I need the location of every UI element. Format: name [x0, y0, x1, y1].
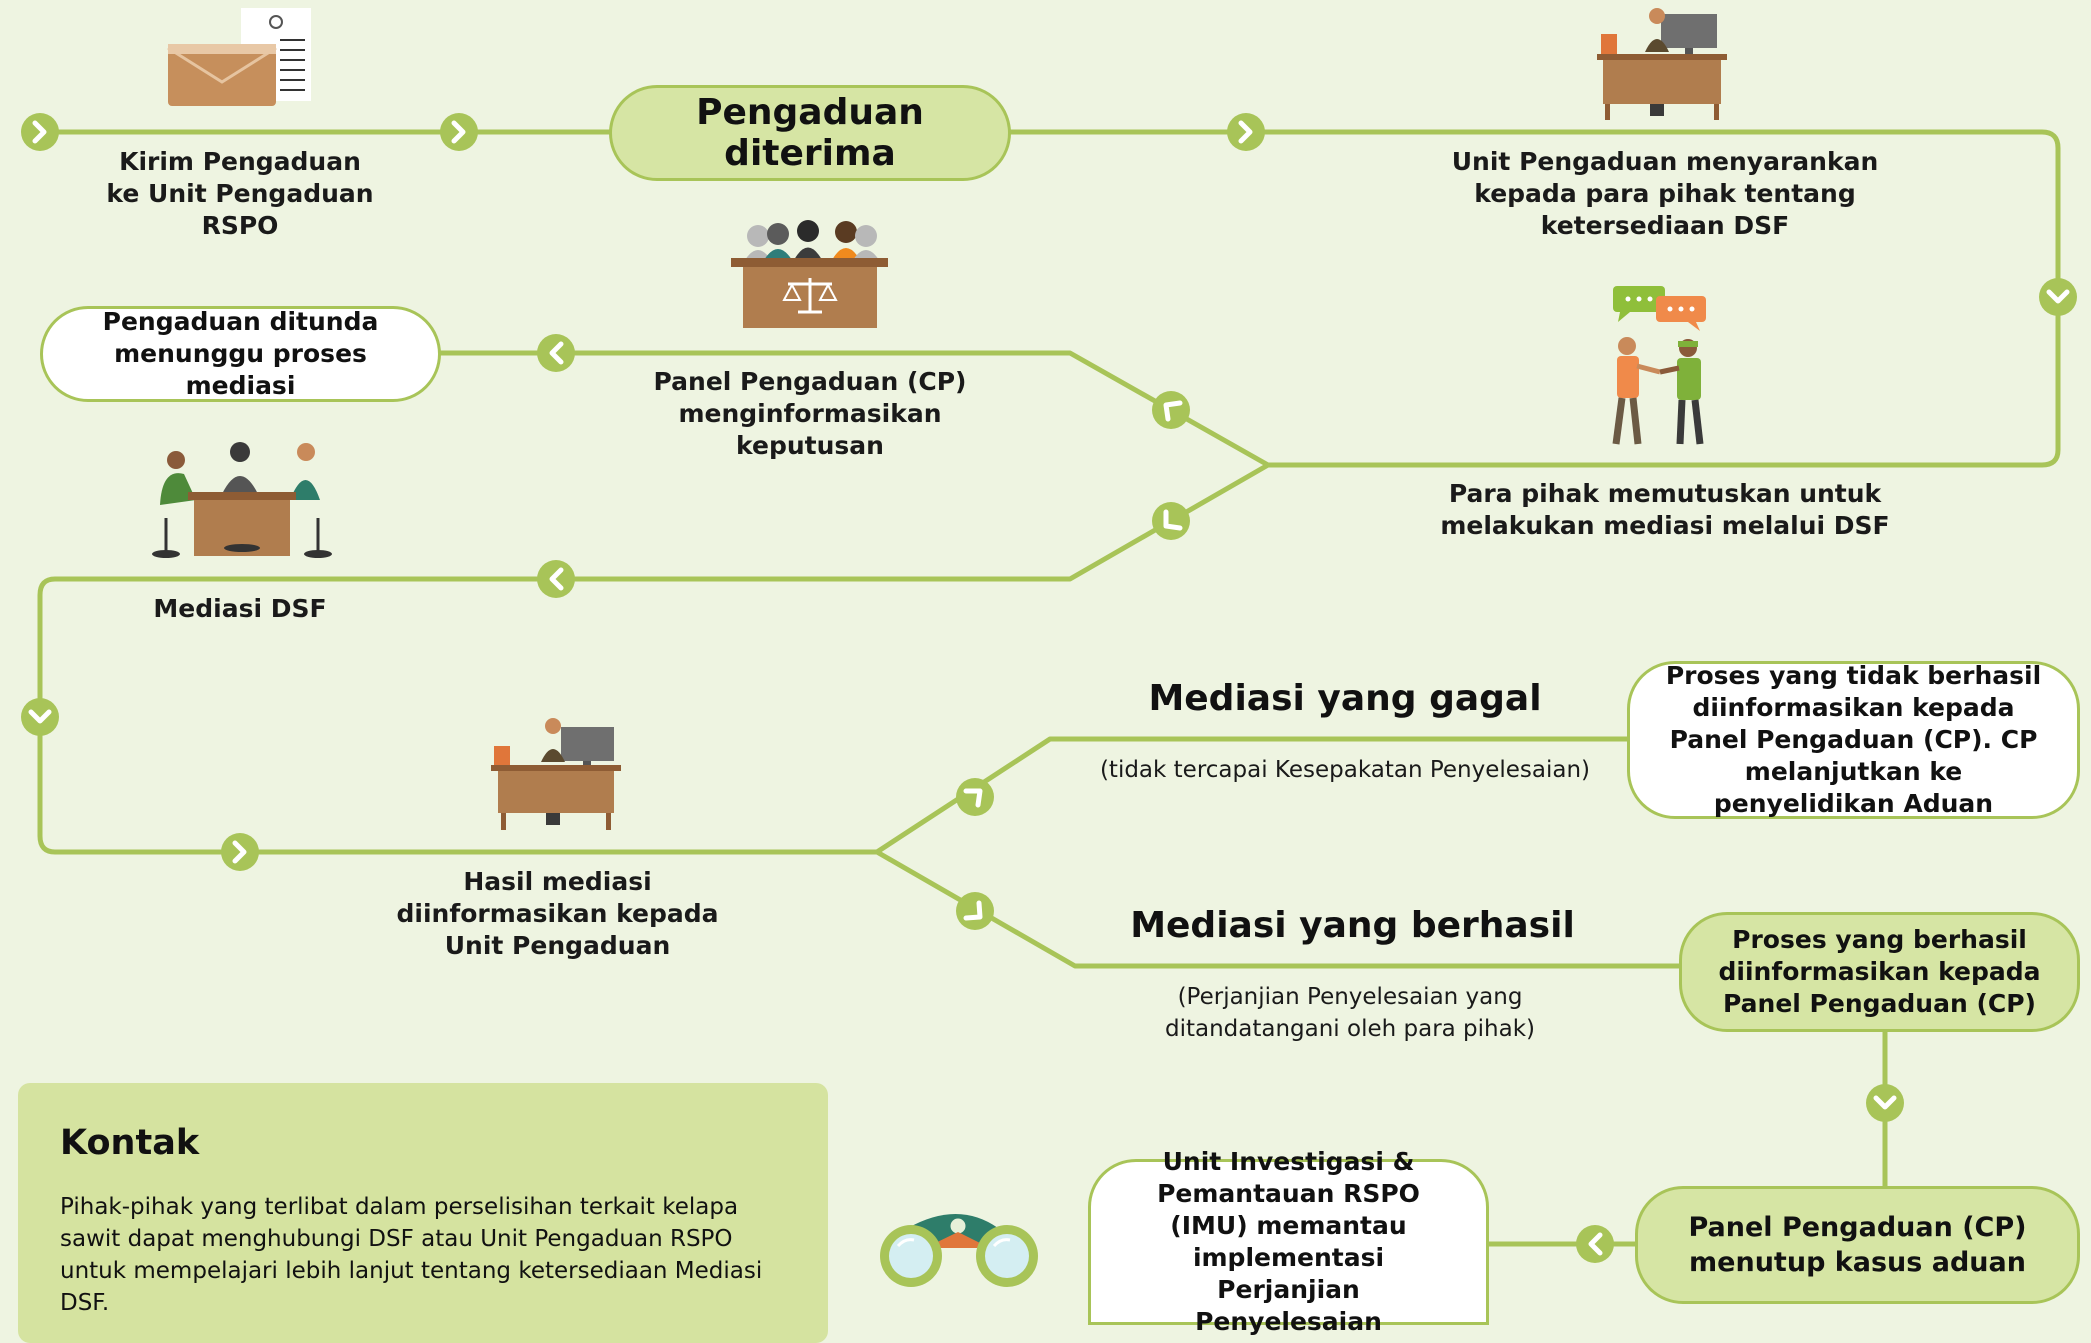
- office-worker-desk-icon: [1597, 8, 1727, 120]
- node-complaint-suspended-text: Pengaduan ditunda menunggu proses medias…: [102, 307, 379, 400]
- note-mediation-failed: (tidak tercapai Kesepakatan Penyelesaian…: [1099, 757, 1591, 783]
- node-failed-result-text: Proses yang tidak berhasil diinformasika…: [1665, 661, 2042, 818]
- node-success-result: Proses yang berhasil diinformasikan kepa…: [1679, 912, 2080, 1032]
- node-imu-monitoring: Unit Investigasi & Pemantauan RSPO (IMU)…: [1088, 1147, 1489, 1336]
- node-complaint-received: Pengaduan diterima: [609, 85, 1011, 181]
- chevron-up-right-icon: [956, 778, 994, 816]
- chevron-left-icon: [537, 334, 575, 372]
- heading-mediation-success: Mediasi yang berhasil: [1130, 905, 1575, 946]
- chat-bubbles-icon: [1613, 286, 1706, 331]
- chevron-up-left-icon: [1152, 391, 1190, 429]
- node-success-result-text: Proses yang berhasil diinformasikan kepa…: [1718, 925, 2041, 1018]
- chevron-down-left-icon: [1152, 502, 1190, 540]
- flow-line-fail-branch: [875, 736, 1628, 855]
- chevron-down-icon: [21, 698, 59, 736]
- binoculars-icon: [880, 1214, 1038, 1287]
- chevron-left-icon: [1576, 1225, 1614, 1263]
- contact-text: Pihak-pihak yang terlibat dalam perselis…: [60, 1194, 763, 1316]
- label-mediation-result: Hasil mediasi diinformasikan kepada Unit…: [396, 867, 719, 960]
- chevron-left-icon: [537, 560, 575, 598]
- chevron-down-icon: [2039, 278, 2077, 316]
- envelope-document-icon: [167, 8, 311, 106]
- chevron-right-icon: [1227, 113, 1265, 151]
- flow-line-down-branch: [37, 462, 1270, 855]
- label-parties-decide: Para pihak memutuskan untuk melakukan me…: [1440, 479, 1890, 540]
- contact-panel: Kontak Pihak-pihak yang terlibat dalam p…: [18, 1083, 828, 1343]
- chevron-right-icon: [21, 113, 59, 151]
- flow-line-success-branch: [875, 849, 1680, 969]
- flow-line-up-branch: [438, 350, 1270, 468]
- mediation-table-icon: [152, 442, 332, 558]
- label-cp-informs: Panel Pengaduan (CP) menginformasikan ke…: [653, 367, 967, 460]
- node-close-case-text: Panel Pengaduan (CP) menutup kasus aduan: [1688, 1212, 2027, 1278]
- note-mediation-success: (Perjanjian Penyelesaian yang ditandatan…: [1164, 984, 1536, 1042]
- node-complaint-suspended: Pengaduan ditunda menunggu proses medias…: [40, 306, 441, 402]
- node-failed-result: Proses yang tidak berhasil diinformasika…: [1627, 661, 2080, 819]
- chevron-right-icon: [440, 113, 478, 151]
- node-imu-monitoring-text: Unit Investigasi & Pemantauan RSPO (IMU)…: [1157, 1147, 1420, 1336]
- contact-title: Kontak: [60, 1123, 200, 1163]
- label-send-complaint: Kirim Pengaduan ke Unit Pengaduan RSPO: [106, 147, 374, 240]
- node-complaint-received-text: Pengaduan diterima: [696, 92, 924, 174]
- handshake-icon: [1612, 337, 1704, 445]
- office-worker-desk-icon: [491, 718, 621, 830]
- chevron-down-right-icon: [956, 892, 994, 930]
- label-advise-parties: Unit Pengaduan menyarankan kepada para p…: [1451, 147, 1879, 240]
- complaints-panel-icon: [731, 220, 888, 328]
- node-close-case: Panel Pengaduan (CP) menutup kasus aduan: [1635, 1186, 2080, 1304]
- chevron-right-icon: [221, 833, 259, 871]
- heading-mediation-failed: Mediasi yang gagal: [1148, 678, 1542, 719]
- label-dsf-mediation: Mediasi DSF: [153, 594, 327, 623]
- chevron-down-icon: [1866, 1084, 1904, 1122]
